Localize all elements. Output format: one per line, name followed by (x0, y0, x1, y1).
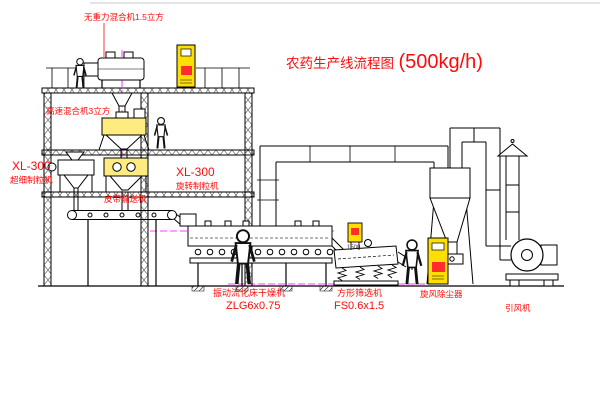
down-duct (485, 128, 501, 260)
mixer-inlet (105, 51, 116, 59)
platform-structure (41, 67, 255, 287)
mixer2-body (101, 117, 147, 136)
dimension-text: 1500 (347, 245, 361, 251)
belt-conveyor-machine (67, 210, 185, 286)
fluid-bed-dryer-machine (179, 213, 347, 292)
cabinet-red-panel (181, 66, 192, 75)
operator-figure-2 (153, 116, 169, 150)
cyclone-outlet-duct (450, 127, 500, 143)
operator-figure-4 (401, 238, 423, 286)
granulator-cone (108, 175, 144, 191)
dryer-body (187, 225, 333, 247)
floor-beam-low (41, 191, 255, 198)
duct-flange (309, 146, 396, 162)
pulley (67, 210, 77, 220)
fan-inlet-duct (486, 245, 511, 261)
label-sieve-name: 方形筛选机 (337, 287, 382, 298)
label-gravity-mixer: 无重力混合机1.5立方 (84, 12, 164, 22)
granulator-right-machine (103, 157, 149, 210)
mixer2-cone (104, 134, 144, 150)
screen-deck (337, 254, 395, 260)
roller (126, 162, 136, 172)
red-panel (351, 228, 359, 235)
roller (103, 212, 109, 218)
cabinet-display (180, 48, 192, 57)
label-belt-conveyor: 皮带输送机 (104, 194, 147, 204)
cabinet-red-panel (432, 262, 445, 272)
mixer-inlet (123, 51, 134, 59)
vortex-finder (449, 128, 463, 168)
roller (135, 212, 141, 218)
label-fan: 引风机 (505, 303, 531, 313)
exhaust-duct (257, 145, 449, 226)
title-text: 农药生产线流程图 (286, 56, 394, 71)
dryer-base (189, 257, 333, 264)
mixer2-motor (133, 108, 146, 119)
floor-beam-mid (41, 149, 255, 156)
induced-draft-fan-machine (505, 238, 559, 287)
cyclone-cone (429, 197, 471, 243)
roller (119, 212, 125, 218)
discharge-cone (111, 92, 133, 107)
spring (372, 265, 384, 279)
label-granulator-left-name: 超细制粒机 (10, 175, 53, 185)
roller (151, 212, 157, 218)
high-speed-mixer (98, 108, 150, 158)
motor (47, 162, 57, 172)
cabinet-display (431, 242, 445, 251)
pulley (167, 210, 177, 220)
gravity-mixer (83, 51, 145, 112)
vibrator-motor (364, 239, 372, 247)
roller (112, 162, 122, 172)
conveyor-legs (87, 220, 157, 286)
cyclone-barrel (429, 167, 471, 199)
roller (87, 212, 93, 218)
control-cabinet-2 (427, 237, 449, 285)
fan-hub (521, 249, 533, 261)
riser-duct (259, 146, 277, 226)
dryer-legs (197, 263, 327, 286)
label-dryer-model: ZLG6x0.75 (226, 300, 280, 312)
rain-cap (496, 143, 529, 157)
feed-box (179, 213, 197, 227)
label-dryer-name: 振动流化床干燥机 (213, 287, 285, 298)
vibration-mounts (194, 248, 334, 256)
sieve-base (333, 280, 399, 286)
label-granulator-right-model: XL-300 (176, 165, 215, 179)
granulator-left-machine (47, 151, 95, 210)
label-cyclone: 旋风除尘器 (420, 289, 463, 299)
control-cabinet-1 (176, 44, 196, 88)
hopper (65, 151, 85, 161)
sieve-body (333, 245, 399, 269)
horizontal-duct (260, 145, 448, 163)
label-granulator-left-model: XL-300 (12, 159, 51, 173)
spring (386, 264, 398, 279)
exhaust-stack (496, 139, 529, 240)
diagram-title: 农药生产线流程图 (500kg/h) (286, 51, 483, 73)
spring (354, 266, 366, 280)
control-box-small (347, 222, 363, 250)
granulator-body (103, 157, 149, 177)
label-high-speed-mixer: 高速混合机3立方 (46, 106, 110, 116)
label-granulator-right-name: 旋转制粒机 (176, 181, 219, 191)
label-sieve-model: FS0.6x1.5 (334, 300, 384, 312)
floor-beam-top (41, 87, 255, 94)
spring (336, 267, 348, 281)
cyclone-inlet (433, 146, 449, 168)
column-left (43, 92, 52, 287)
fan-base (505, 273, 559, 281)
duct-flange (257, 179, 279, 201)
title-capacity: (500kg/h) (398, 51, 483, 73)
labels: 农药生产线流程图 (500kg/h) 无重力混合机1.5立方 高速混合机3立方 … (10, 12, 531, 313)
square-sieve-machine (333, 239, 413, 286)
handrail (46, 67, 250, 88)
